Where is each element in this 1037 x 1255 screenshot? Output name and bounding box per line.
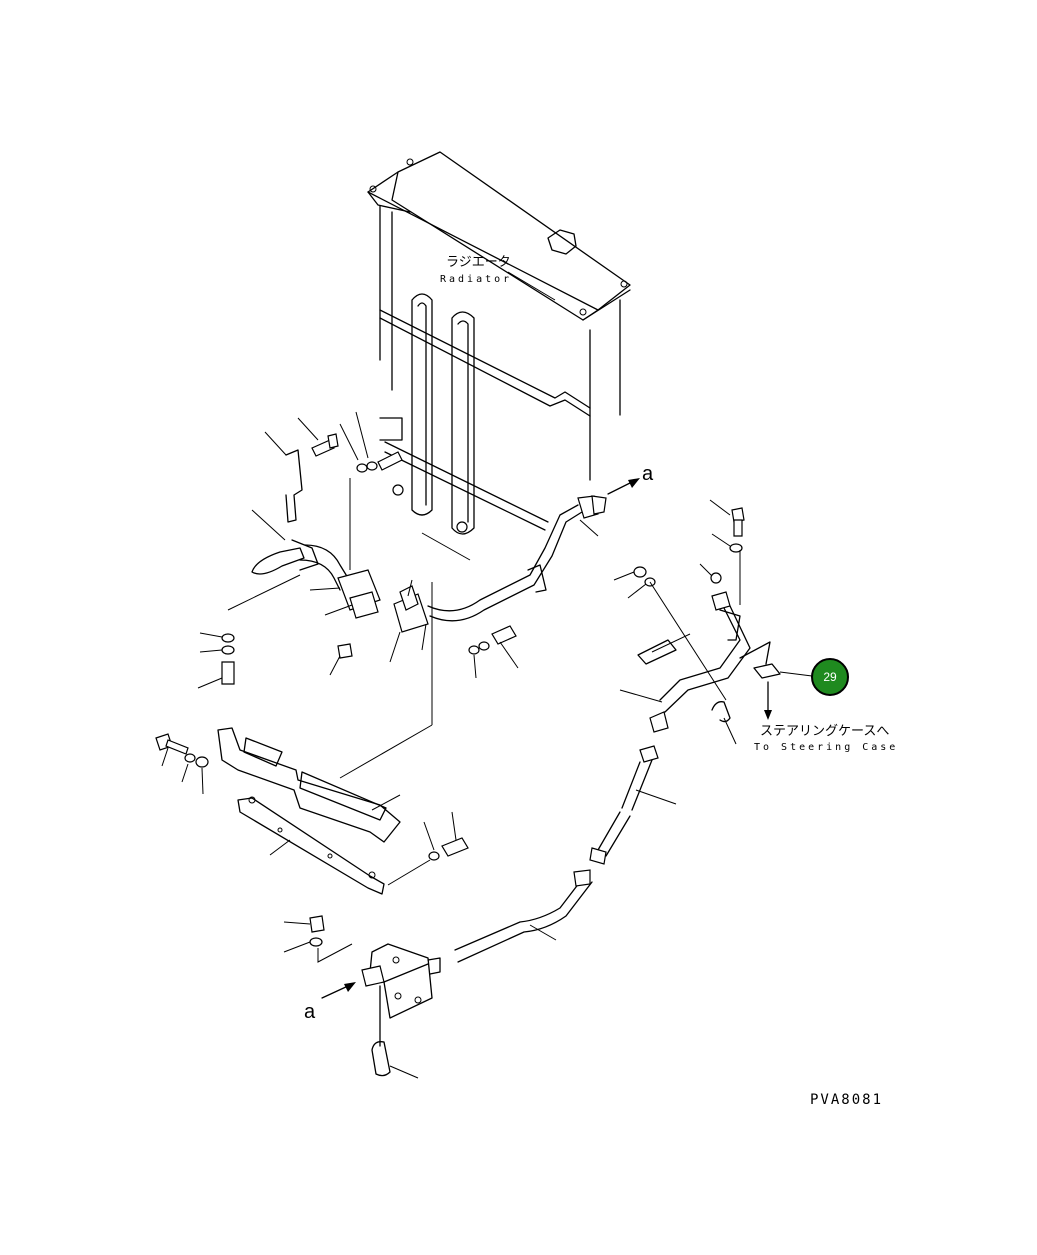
reference-arrow-a-top <box>607 478 640 495</box>
leader-lines-right <box>613 499 813 745</box>
callout-number[interactable]: 29 <box>823 670 837 684</box>
leader-lines-upper <box>197 411 599 779</box>
valve-bracket <box>309 915 441 1077</box>
steering-label-jp: ステアリングケースへ <box>760 724 889 739</box>
radiator <box>367 151 631 535</box>
callout-badge[interactable]: 29 <box>811 658 849 696</box>
steering-case-arrow <box>764 681 772 720</box>
radiator-label-en: Radiator <box>440 274 512 285</box>
callout-circle[interactable] <box>811 658 849 696</box>
upper-hose-assembly <box>221 433 607 685</box>
drawing-code: PVA8081 <box>810 1092 883 1108</box>
leader-lines-lower <box>283 921 419 1079</box>
steering-label-en: To Steering Case <box>754 742 898 753</box>
leader-hose <box>635 789 677 805</box>
lower-hose <box>454 745 659 963</box>
reference-a-top: a <box>642 463 654 485</box>
radiator-leader <box>507 271 556 301</box>
cover-plate <box>155 727 469 895</box>
radiator-label-jp: ラジエータ <box>446 255 511 270</box>
leader-lines-cover <box>161 747 457 856</box>
reference-arrow-a-bottom <box>321 982 356 999</box>
steering-pipe <box>633 507 781 733</box>
leader-pipe <box>529 924 557 941</box>
reference-a-bottom: a <box>304 1001 316 1023</box>
